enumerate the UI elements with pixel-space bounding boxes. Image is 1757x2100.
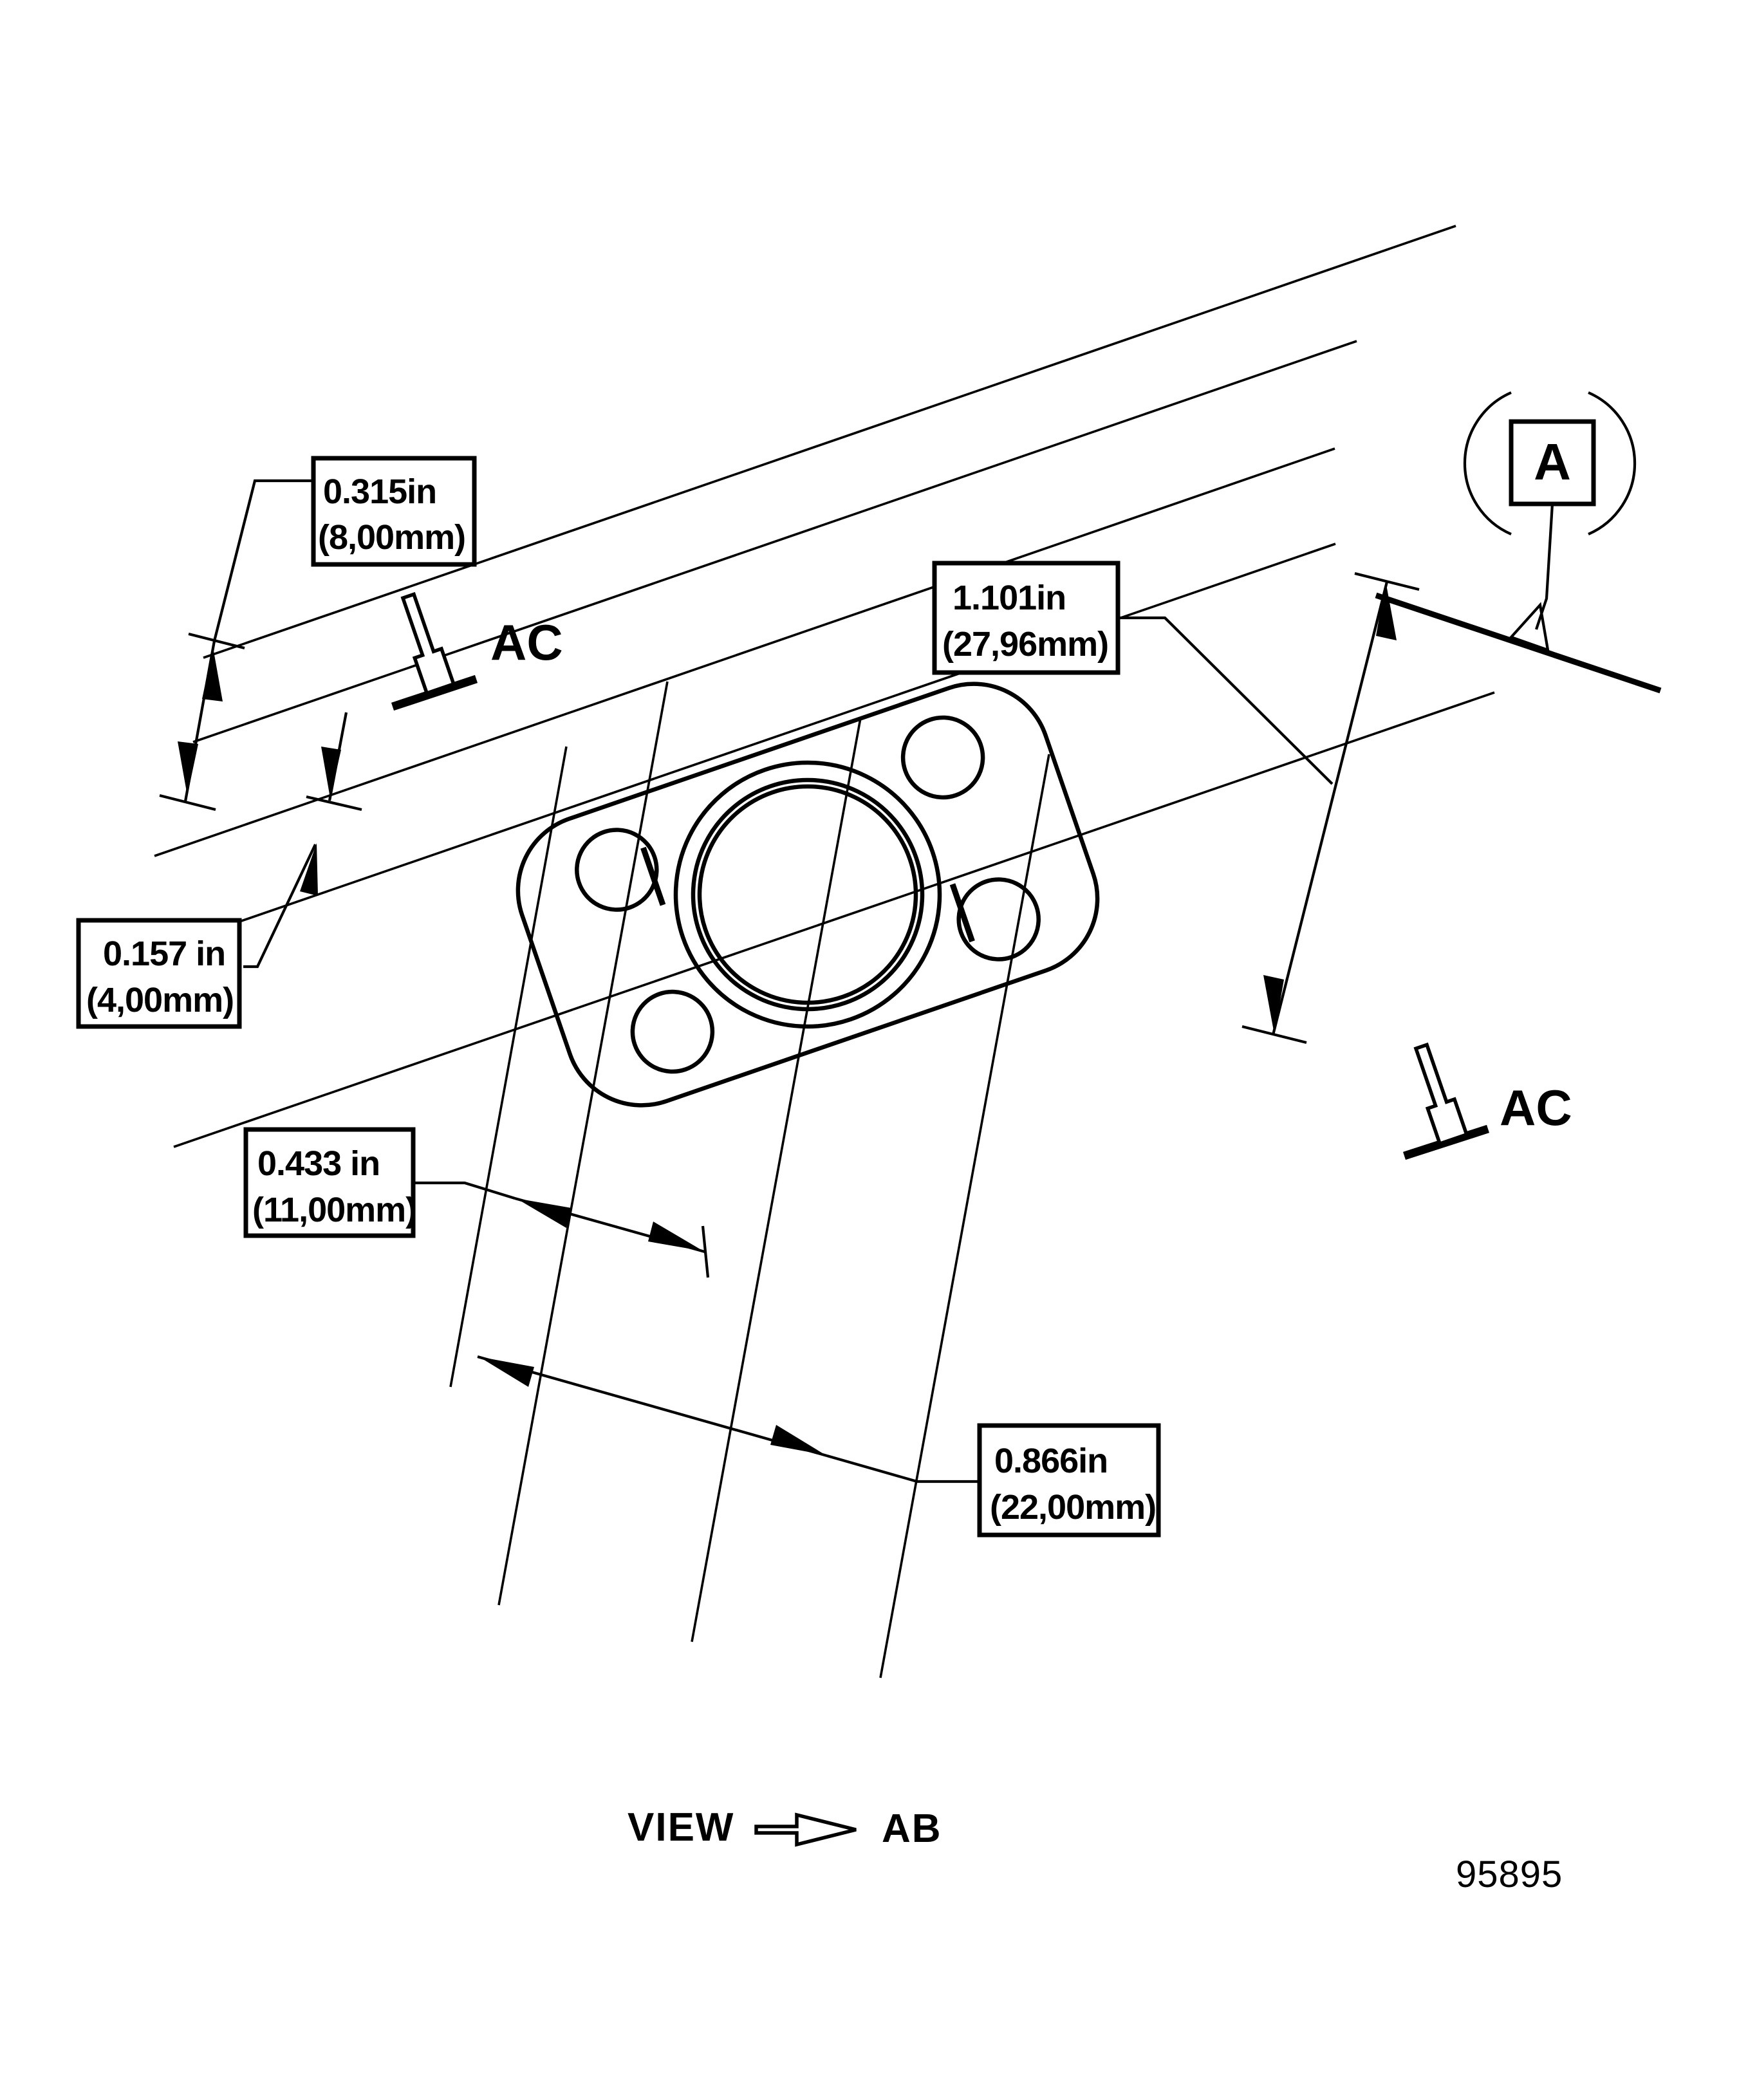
dim-label-0315-metric: (8,00mm) <box>318 518 465 557</box>
dim-label-0433: 0.433 in (11,00mm) <box>243 1127 417 1238</box>
dim-cap-0157 <box>306 795 362 812</box>
datum-line-mid <box>154 447 1335 857</box>
dim-leader-0433 <box>413 1181 516 1200</box>
dimension-1101 <box>1117 571 1420 1045</box>
dim-label-1101: 1.101in (27,96mm) <box>932 561 1120 675</box>
dim-cap-0433-right <box>701 1225 710 1278</box>
detail-target-edge <box>1375 592 1662 694</box>
dim-label-0866-metric: (22,00mm) <box>990 1488 1156 1527</box>
detail-bubble-leader <box>1535 503 1554 630</box>
dim-label-0157: 0.157 in (4,00mm) <box>76 918 242 1029</box>
dim-label-box-0157 <box>76 918 242 1029</box>
datum-line-center <box>183 543 1336 942</box>
part-geometry <box>516 682 1100 1108</box>
dim-label-0315-imperial: 0.315in <box>323 472 436 511</box>
dim-arrow-1101-bottom <box>1263 975 1284 1034</box>
extension-line-col-2 <box>691 718 862 1642</box>
dimension-0315 <box>159 479 318 812</box>
dim-arrow-0866-left <box>479 1357 534 1387</box>
dim-label-0315: 0.315in (8,00mm) <box>311 456 477 567</box>
detail-bubble-label: A <box>1534 433 1571 490</box>
dim-label-0157-imperial: 0.157 in <box>103 934 225 973</box>
bolt-hole-top-right <box>900 715 985 800</box>
datum-line-upper <box>192 340 1357 743</box>
dim-label-1101-metric: (27,96mm) <box>942 625 1108 664</box>
dim-label-0866: 0.866in (22,00mm) <box>977 1423 1161 1538</box>
section-cut-line-upper <box>391 674 478 711</box>
section-arrow-up-icon-lower <box>1413 1042 1469 1146</box>
bolt-hole-bottom-left <box>630 989 715 1074</box>
view-direction-arrow-icon <box>754 1812 857 1847</box>
dimension-0157 <box>243 712 362 969</box>
dim-label-0433-imperial: 0.433 in <box>257 1144 380 1183</box>
detail-bubble-arc-right-icon <box>1588 391 1637 535</box>
notch-left <box>640 846 666 906</box>
dim-line-0866 <box>477 1355 828 1458</box>
view-label-name: AB <box>882 1807 942 1851</box>
dim-arrow-0866-right <box>770 1425 826 1455</box>
dim-cap-1101-bottom <box>1241 1025 1307 1045</box>
detail-bubble-a: A <box>1375 391 1662 694</box>
section-label-ac-lower: AC <box>1500 1079 1572 1136</box>
dim-cap-0315-bottom <box>159 794 216 812</box>
dim-leader-0866 <box>826 1454 980 1483</box>
extension-line-col-4 <box>449 746 568 1388</box>
extension-line-col-1 <box>497 681 669 1606</box>
dim-leader-0315 <box>212 479 318 642</box>
dim-line-1101 <box>1271 581 1389 1036</box>
section-mark-ac-upper: AC <box>391 591 563 711</box>
section-label-ac-upper: AC <box>490 614 563 671</box>
bore-outer-circle <box>673 760 942 1029</box>
bolt-hole-top-left <box>575 828 659 912</box>
datum-line-lower <box>173 691 1495 1148</box>
detail-bubble-arrowhead-icon <box>1509 602 1550 653</box>
dim-label-box-0433 <box>243 1127 416 1238</box>
dim-label-1101-imperial: 1.101in <box>953 579 1066 617</box>
extension-line-col-3 <box>879 754 1050 1678</box>
dim-label-0866-imperial: 0.866in <box>994 1442 1108 1480</box>
dim-arrow-0157 <box>321 747 341 798</box>
dim-leader-1101 <box>1117 616 1334 785</box>
plate-outline <box>516 682 1100 1108</box>
bore-middle-circle <box>691 777 925 1012</box>
notch-right <box>949 883 975 943</box>
datum-line-top <box>203 225 1456 659</box>
section-arrow-up-icon-upper <box>400 591 456 696</box>
dim-arrow-0433-right <box>648 1222 703 1251</box>
dim-label-box-0866 <box>977 1423 1161 1538</box>
dimension-0433 <box>413 1181 710 1278</box>
dim-leader-0157 <box>243 844 317 969</box>
dim-leader-arrow-0157 <box>300 843 318 896</box>
dim-arrow-0433-left <box>516 1198 572 1228</box>
dim-cap-1101-top <box>1354 571 1420 591</box>
dimension-0866 <box>477 1355 980 1483</box>
drawing-number: 95895 <box>1456 1854 1563 1895</box>
centreline-group <box>154 225 1495 1678</box>
dim-arrow-1101-top <box>1376 581 1397 640</box>
dim-label-box-0315 <box>311 456 477 567</box>
bore-inner-circle <box>697 784 918 1005</box>
dim-arrow-0315-bottom <box>178 741 198 795</box>
view-label-prefix: VIEW <box>628 1805 734 1850</box>
dim-label-box-1101 <box>932 561 1120 675</box>
detail-bubble-arc-left-icon <box>1463 391 1512 535</box>
dim-label-0433-metric: (11,00mm) <box>252 1191 416 1229</box>
dim-label-0157-metric: (4,00mm) <box>86 981 234 1019</box>
dim-cap-0315-top <box>188 632 245 650</box>
view-label-group: VIEW AB <box>628 1805 942 1851</box>
dim-arrow-0315-top <box>202 647 223 702</box>
section-mark-ac-lower: AC <box>1403 1042 1572 1160</box>
